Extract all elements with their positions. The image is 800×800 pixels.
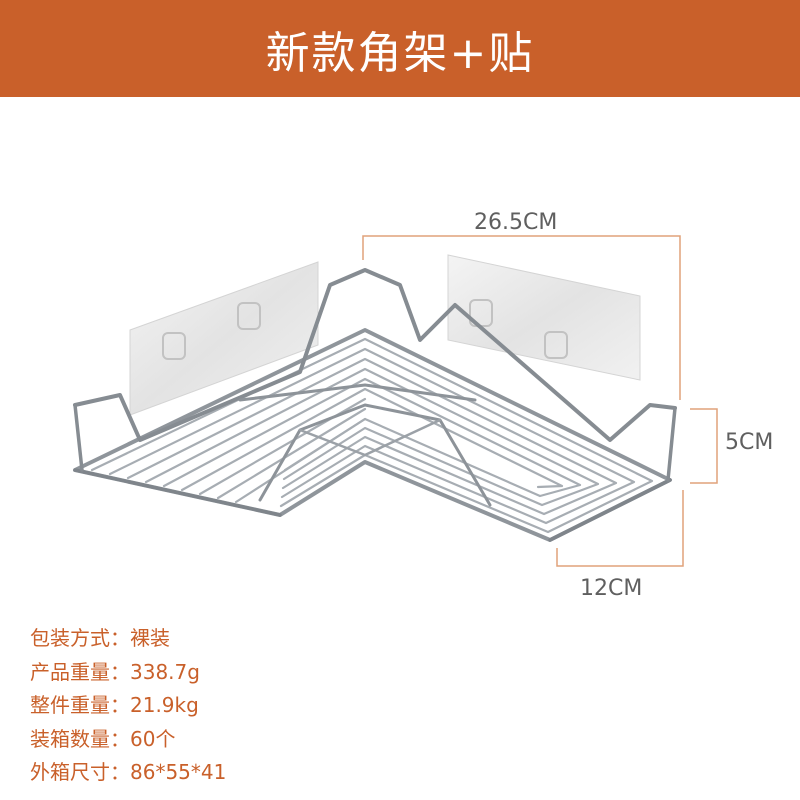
dimension-height-label: 5CM	[725, 430, 774, 455]
spec-value: 21.9kg	[130, 693, 199, 717]
adhesive-pad-right	[447, 254, 641, 381]
dimension-depth-label: 12CM	[580, 576, 643, 601]
spec-row-carton-size: 外箱尺寸：86*55*41	[30, 756, 226, 790]
spec-row-packaging: 包装方式：裸装	[30, 622, 226, 656]
corner-shelf-image	[73, 235, 718, 567]
spec-list: 包装方式：裸装 产品重量：338.7g 整件重量：21.9kg 装箱数量：60个…	[30, 622, 226, 790]
dimension-width-label: 26.5CM	[474, 210, 558, 235]
adhesive-pad-left	[129, 261, 319, 416]
spec-label: 包装方式：	[30, 626, 130, 650]
spec-row-product-weight: 产品重量：338.7g	[30, 656, 226, 690]
spec-label: 产品重量：	[30, 659, 130, 684]
spec-value: 86*55*41	[130, 760, 227, 784]
title-banner: 新款角架+贴	[0, 0, 800, 97]
spec-row-carton-quantity: 装箱数量：60个	[30, 723, 226, 757]
spec-label: 装箱数量：	[30, 726, 130, 751]
dimension-lines	[362, 235, 718, 567]
banner-title: 新款角架+贴	[265, 27, 535, 79]
wire-shelf	[73, 268, 677, 542]
spec-value: 裸装	[130, 626, 170, 650]
spec-value: 60个	[130, 726, 176, 751]
spec-label: 外箱尺寸：	[30, 760, 130, 784]
spec-value: 338.7g	[130, 659, 200, 684]
spec-label: 整件重量：	[30, 693, 130, 717]
spec-row-carton-weight: 整件重量：21.9kg	[30, 689, 226, 723]
